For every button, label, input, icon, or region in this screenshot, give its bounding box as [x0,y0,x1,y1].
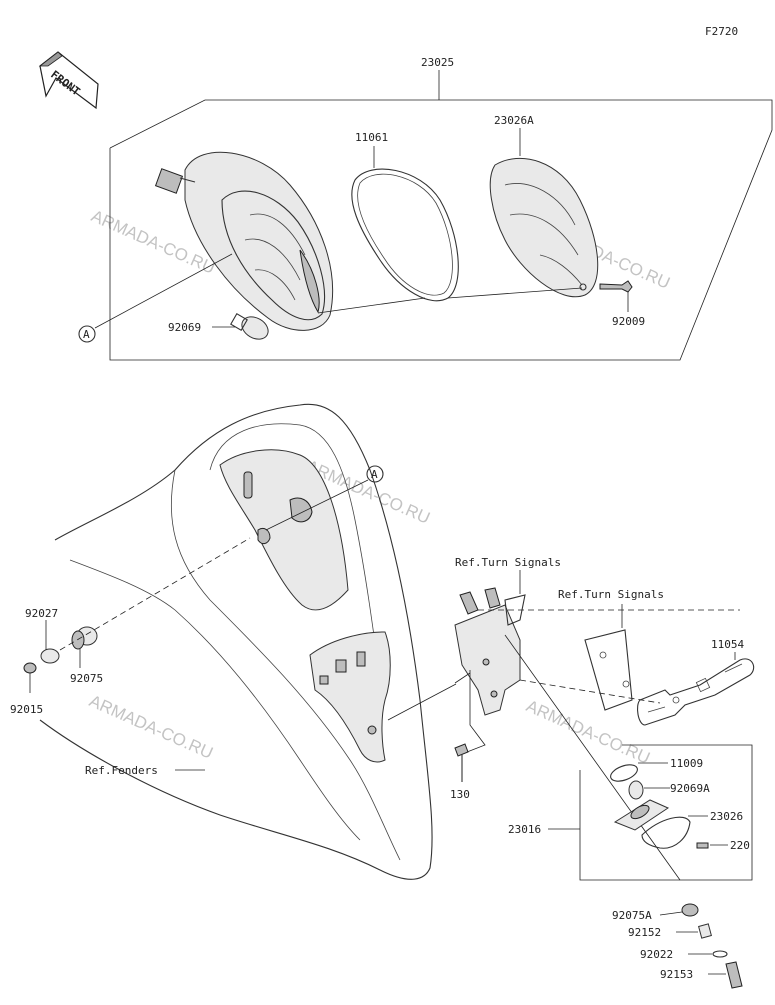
ref-a-bottom-label: A [371,468,378,481]
label-220: 220 [730,839,750,852]
watermark-5: ARMADA-CO.RU [523,696,652,768]
label-92075: 92075 [70,672,103,685]
label-11009: 11009 [670,757,703,770]
label-92069A: 92069A [670,782,710,795]
gasket-11009: 11009 [610,757,703,782]
ref-turn-signals-label-1: Ref.Turn Signals [455,556,561,569]
label-23026: 23026 [710,810,743,823]
nut-92015: 92015 [10,662,43,716]
bulb-92069: 92069 [168,313,269,340]
label-11061: 11061 [355,131,388,144]
gasket-11061: 11061 [351,131,459,302]
diagram-code: F2720 [705,25,738,38]
label-92022: 92022 [640,948,673,961]
ref-a-circle-top [78,325,96,343]
label-92009: 92009 [612,315,645,328]
label-23025: 23025 [421,56,454,69]
label-11054: 11054 [711,638,744,651]
turn-signal-bracket: Ref.Turn Signals [558,588,664,711]
label-23016: 23016 [508,823,541,836]
license-light-group: 23016 11009 92069A 23026 220 [508,744,753,881]
label-92075A: 92075A [612,909,652,922]
license-lamp-housing [613,799,670,831]
bracket-11054: 11054 [636,638,755,726]
collar-92027: 92027 [25,607,60,664]
washer-92022: 92022 [640,948,728,961]
label-92152: 92152 [628,926,661,939]
grommet-92075A: 92075A [612,903,699,922]
label-92027: 92027 [25,607,58,620]
screw-92009: 92009 [579,280,645,328]
collar-92152: 92152 [628,923,712,939]
tail-light-assembly-group: 23025 11061 23026A [78,56,773,361]
watermark-4: ARMADA-CO.RU [86,691,215,763]
bulb-92069A: 92069A [628,780,710,800]
bolt-130: 130 [450,670,486,801]
label-92069: 92069 [168,321,201,334]
ref-a-top-label: A [83,328,90,341]
ref-a-circle-bottom [366,465,384,483]
ref-turn-signals-label-2: Ref.Turn Signals [558,588,664,601]
grommet-92075: 92075 [70,626,103,685]
label-92153: 92153 [660,968,693,981]
front-arrow-icon: FRONT [38,51,99,110]
label-92015: 92015 [10,703,43,716]
rear-fender [39,403,433,880]
screw-220: 220 [696,839,750,852]
label-23026A: 23026A [494,114,534,127]
ref-fenders-label: Ref.Fenders [85,764,158,777]
lens-23026A: 23026A [489,114,599,298]
lens-23026: 23026 [641,810,743,849]
label-130: 130 [450,788,470,801]
tail-lamp-housing [154,151,334,331]
bolt-92153: 92153 [660,961,743,989]
license-plate-bracket: Ref.Turn Signals [387,556,740,881]
